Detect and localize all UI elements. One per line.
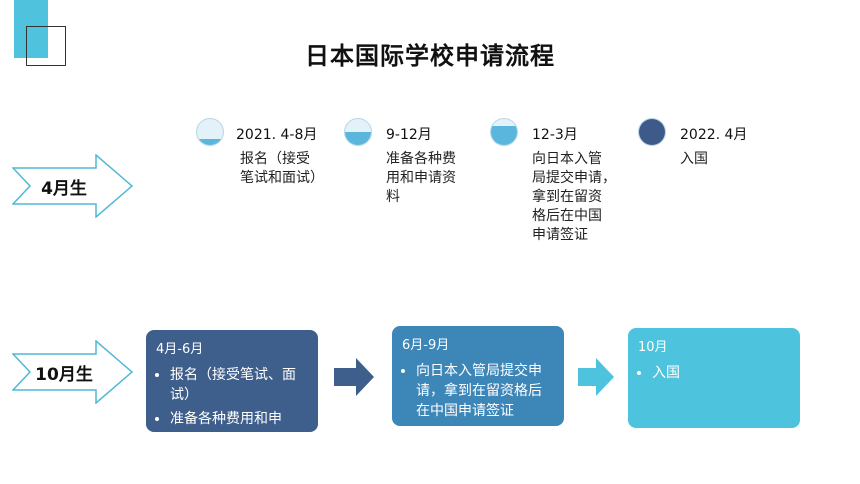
step-date: 2021. 4-8月 bbox=[236, 127, 318, 143]
box-item-list: 入国 bbox=[638, 363, 790, 383]
step-description-line: 格后在中国 bbox=[532, 208, 602, 224]
step-description-line: 用和申请资 bbox=[386, 170, 456, 186]
box-item: 准备各种费用和申 bbox=[170, 409, 308, 429]
step-description-line: 申请签证 bbox=[532, 227, 588, 243]
step-description-line: 入国 bbox=[680, 151, 708, 167]
step-description-line: 笔试和面试） bbox=[240, 170, 324, 186]
progress-circle-icon bbox=[490, 118, 518, 146]
april-row-arrow: 4月生 bbox=[12, 154, 134, 218]
april-row-label: 4月生 bbox=[41, 178, 87, 199]
step-date: 12-3月 bbox=[532, 127, 578, 143]
corner-decoration-outline bbox=[26, 26, 66, 66]
progress-circle-icon bbox=[638, 118, 666, 146]
october-step-box: 6月-9月 向日本入管局提交申请，拿到在留资格后在中国申请签证 bbox=[392, 326, 564, 426]
october-row-arrow: 10月生 bbox=[12, 340, 134, 404]
step-description-line: 准备各种费 bbox=[386, 151, 456, 167]
box-title: 10月 bbox=[638, 340, 668, 355]
page-title: 日本国际学校申请流程 bbox=[305, 42, 555, 70]
step-description: 向日本入管 局提交申请， 拿到在留资 格后在中国 申请签证 bbox=[532, 150, 642, 245]
progress-circle-icon bbox=[196, 118, 224, 146]
step-date: 9-12月 bbox=[386, 127, 432, 143]
progress-circle-fill bbox=[491, 125, 517, 145]
box-item-list: 报名（接受笔试、面试） 准备各种费用和申 bbox=[156, 365, 308, 429]
chevron-arrow-icon bbox=[12, 340, 134, 404]
chevron-arrow-icon bbox=[12, 154, 134, 218]
october-row-label: 10月生 bbox=[35, 364, 93, 385]
step-description-line: 局提交申请， bbox=[532, 170, 616, 186]
box-item: 向日本入管局提交申请，拿到在留资格后在中国申请签证 bbox=[416, 361, 554, 421]
step-description-line: 料 bbox=[386, 189, 400, 205]
step-date: 2022. 4月 bbox=[680, 127, 748, 143]
step-description: 报名（接受 笔试和面试） bbox=[240, 150, 350, 188]
progress-circle-fill bbox=[639, 119, 665, 145]
october-step-box: 10月 入国 bbox=[628, 328, 800, 428]
box-item: 报名（接受笔试、面试） bbox=[170, 365, 308, 405]
box-title: 6月-9月 bbox=[402, 338, 450, 353]
box-item: 入国 bbox=[652, 363, 790, 383]
box-title: 4月-6月 bbox=[156, 342, 204, 357]
corner-decoration-fill bbox=[14, 0, 48, 58]
progress-circle-fill bbox=[345, 132, 371, 145]
flow-arrow-icon bbox=[578, 358, 614, 396]
step-description: 入国 bbox=[680, 150, 790, 169]
step-description: 准备各种费 用和申请资 料 bbox=[386, 150, 496, 207]
october-step-box: 4月-6月 报名（接受笔试、面试） 准备各种费用和申 bbox=[146, 330, 318, 432]
step-description-line: 向日本入管 bbox=[532, 151, 602, 167]
progress-circle-icon bbox=[344, 118, 372, 146]
box-item-list: 向日本入管局提交申请，拿到在留资格后在中国申请签证 bbox=[402, 361, 554, 421]
progress-circle-fill bbox=[197, 138, 223, 145]
flow-arrow-icon bbox=[334, 358, 374, 396]
step-description-line: 报名（接受 bbox=[240, 151, 310, 167]
step-description-line: 拿到在留资 bbox=[532, 189, 602, 205]
